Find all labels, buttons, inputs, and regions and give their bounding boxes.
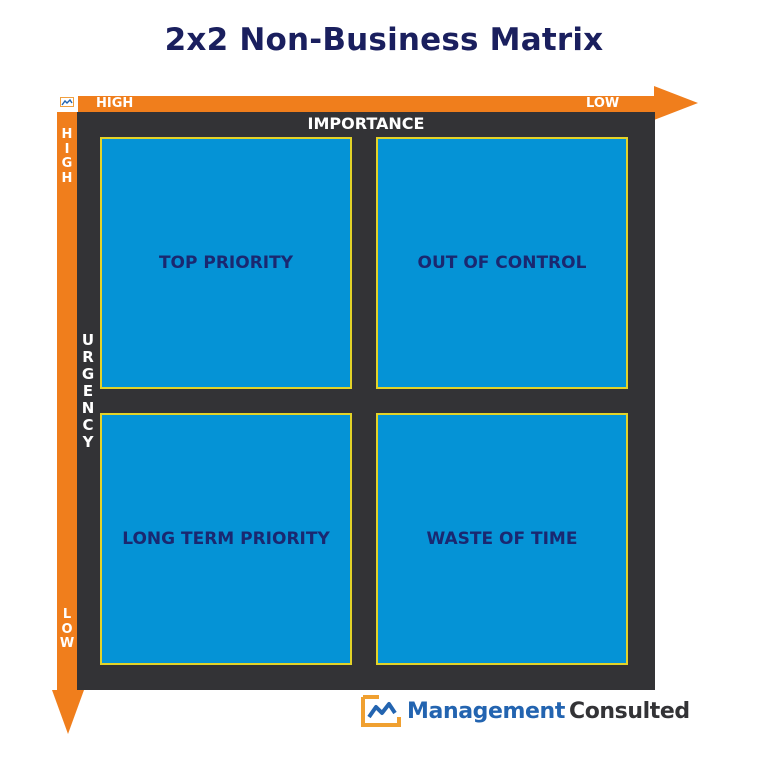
brand-name-part1: Management: [407, 698, 565, 724]
urgency-axis-bar: [57, 112, 77, 694]
importance-low-label: LOW: [586, 96, 620, 111]
quadrant-label: WASTE OF TIME: [426, 529, 578, 549]
urgency-arrowhead-icon: [52, 690, 84, 734]
brand-logo: Management Consulted: [361, 694, 690, 728]
logo-mini-icon: [60, 97, 74, 107]
quadrant-waste-of-time: WASTE OF TIME: [376, 413, 628, 665]
importance-axis-bar: [78, 96, 658, 112]
quadrant-label: TOP PRIORITY: [158, 253, 294, 273]
importance-axis-title: IMPORTANCE: [307, 114, 425, 133]
importance-arrowhead-icon: [654, 86, 698, 120]
quadrant-label: OUT OF CONTROL: [417, 253, 587, 273]
brand-name-part2: Consulted: [568, 698, 690, 724]
page-title: 2x2 Non-Business Matrix: [164, 22, 604, 58]
importance-high-label: HIGH: [96, 96, 134, 111]
quadrant-label: LONG TERM PRIORITY: [122, 529, 330, 549]
chart-logo-icon: [361, 695, 401, 727]
axis-corner: [57, 96, 78, 112]
quadrant-out-of-control: OUT OF CONTROL: [376, 137, 628, 389]
quadrant-top-priority: TOP PRIORITY: [100, 137, 352, 389]
quadrant-long-term-priority: LONG TERM PRIORITY: [100, 413, 352, 665]
